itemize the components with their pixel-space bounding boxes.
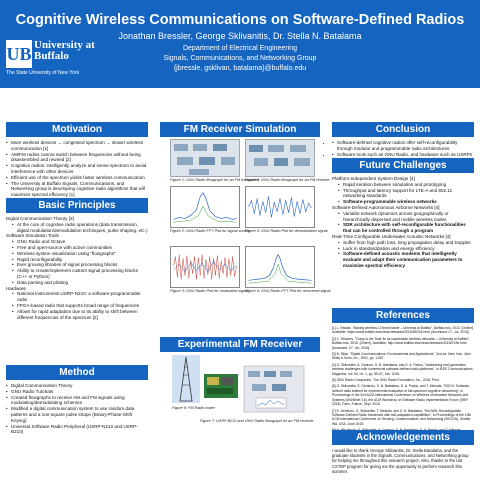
figure-3-caption: Figure 3: GNU Radio Plot for modulated s… [170, 289, 249, 293]
figure-6-caption: Figure 6: GNU Radio FFT Plot for recover… [245, 289, 331, 293]
acknowledgements-title: Acknowledgements [332, 430, 474, 445]
motivation-title: Motivation [6, 122, 148, 137]
hardware-item: FPGA-based radio that supports broad ran… [6, 303, 148, 309]
future-challenges-title: Future Challenges [332, 158, 474, 173]
tools-heading: Software Simulation Tools [6, 233, 59, 239]
hardware-item: Allows for rapid adaptation due to its a… [6, 309, 148, 321]
basic-principles-title: Basic Principles [6, 198, 148, 213]
reference-item: [6] G. Sklivanitis, E. Demirors, S. N. B… [332, 384, 470, 407]
poster-authors: Jonathan Bressler, George Sklivanitis, D… [118, 31, 362, 41]
method-item: Universal Software Radio Peripheral (USR… [6, 424, 148, 436]
fm-experimental-section: Experimental FM Receiver [160, 337, 320, 352]
motivation-item: The University at Buffalo Signals, Commu… [6, 181, 148, 198]
references-list: [1] L. Rasiah, "Making wireless 10 times… [332, 326, 474, 446]
motivation-section: Motivation More wireless devices → conge… [6, 122, 148, 198]
method-item: Modified a digital communication system … [6, 406, 148, 423]
references-section: References [1] L. Rasiah, "Making wirele… [332, 308, 474, 448]
future-item: •Suffer from high path loss, long propag… [338, 239, 472, 245]
figure-7-caption: Figure 7: USRP B210 and GNU Radio flowgr… [200, 419, 314, 423]
university-name: University at Buffalo [34, 39, 95, 62]
reference-item: [1] L. Rasiah, "Making wireless 10 times… [332, 326, 474, 335]
hardware-item: National Instruments USRP-N210: a softwa… [6, 291, 148, 303]
future-item: •Lack in standardization and energy effi… [338, 245, 435, 251]
future-heading: Real-Time Configurable Underwater Acoust… [332, 233, 451, 239]
tools-item: Ability to create/implement custom signa… [6, 268, 148, 274]
acknowledgements-section: Acknowledgements I would like to thank G… [332, 430, 474, 474]
reference-item: [7] E. Demirors, G. Sklivanitis, T. Melo… [332, 408, 472, 426]
tools-item: Free and open-source with active communi… [6, 245, 148, 251]
theory-item: At the core of cognitive radio operation… [6, 222, 148, 234]
figure-2-plot [170, 186, 240, 228]
motivation-item: More wireless devices → congested spectr… [6, 140, 148, 152]
poster-group: Signals, Communications, and Networking … [163, 55, 317, 62]
future-heading: Platform-Independent System Design [4] [332, 176, 415, 181]
figure-6-plot [245, 246, 315, 288]
future-item: •Variable network dynamics across geogra… [338, 210, 449, 222]
future-item: •Software-defined acoustic modems that i… [338, 251, 463, 268]
university-subtitle: The State University of New York [6, 70, 80, 76]
university-logo: UB University at Buffalo The State Unive… [6, 40, 98, 80]
ub-logo-mark: UB [6, 40, 32, 68]
figure-4-caption: Figure 4: GNU Radio flowgraph for an FM … [245, 178, 330, 182]
fm-simulation-section: FM Receiver Simulation [160, 122, 320, 137]
poster-title: Cognitive Wireless Communications on Sof… [15, 12, 465, 28]
reference-item: [5] GNU Radio Companion, The GNU Radio F… [332, 378, 440, 383]
hardware-heading: Hardware [6, 285, 26, 291]
motivation-item: AM/FM radios cannot switch between frequ… [6, 152, 148, 164]
future-challenges-list: Platform-Independent System Design [4]•R… [332, 176, 474, 269]
conclusion-title: Conclusion [332, 122, 474, 137]
acknowledgements-text: I would like to thank George Sklivanitis… [332, 448, 469, 474]
fm-transmitter-flowgraph [170, 139, 240, 177]
future-item: •SDR architecture with self-reconfigurab… [338, 222, 466, 234]
future-item: •Rapid iteration between simulation and … [338, 181, 447, 187]
method-title: Method [6, 365, 148, 380]
tools-item: GNU Radio and Octave [6, 239, 148, 245]
figure-1-caption: Figure 1: GNU Radio flowgraph for an FM … [170, 178, 260, 182]
tools-item: Rapid reconfigurability [6, 257, 148, 263]
fm-radio-tower-image [172, 355, 200, 403]
conclusion-item: Software-defined cognitive radios offer … [332, 140, 474, 152]
figure-3-plot [170, 246, 240, 288]
future-heading: Software-Defined Autonomous Airborne Net… [332, 204, 440, 210]
figure-2-caption: Figure 2: GNU Radio FFT Plot for signal … [170, 229, 250, 233]
tools-item: Data parsing and plotting [6, 280, 148, 286]
method-list: Digital Communication Theory GNU Radio T… [6, 383, 148, 435]
tools-item: Ever growing libraries of signal process… [6, 262, 148, 268]
references-title: References [332, 308, 474, 323]
future-challenges-section: Future Challenges Platform-Independent S… [332, 158, 474, 269]
reference-item: [4] G. Sklivanitis, A. Gannon, S. N. Bat… [332, 362, 473, 376]
fm-receiver-flowgraph [245, 139, 315, 177]
poster-header: UB University at Buffalo The State Unive… [0, 0, 480, 88]
tools-item: Wireless system visualization using "flo… [6, 251, 148, 257]
motivation-list: More wireless devices → congested spectr… [6, 140, 148, 198]
basic-principles-section: Basic Principles Digital Communication T… [6, 198, 148, 320]
figure-8-caption: Figure 8: FM Radio tower [172, 406, 215, 410]
tools-item: (C++ or Python) [17, 273, 50, 279]
reference-item: [2] C. Heavers, "Crazy is the ‘final’ fi… [332, 336, 470, 350]
poster-department: Department of Electrical Engineering [182, 45, 297, 52]
figure-5-plot [245, 186, 315, 228]
fm-experimental-title: Experimental FM Receiver [160, 337, 320, 352]
method-section: Method Digital Communication Theory GNU … [6, 365, 148, 435]
figure-5-caption: Figure 5: GNU Radio Plot for demodulated… [245, 229, 328, 233]
poster-emails: {jbressle, gsklivan, batalama}@buffalo.e… [173, 65, 307, 72]
method-item: Created flowgraphs to receive AM and FM … [6, 395, 148, 407]
future-item: •Software-programmable wireless networks [338, 199, 437, 205]
method-item: GNU Radio Tutorials [6, 389, 148, 395]
motivation-item: Efficient use of the spectrum yields fas… [6, 175, 148, 181]
reference-item: [3] B. Sklar, "Digital Communications: F… [332, 352, 472, 361]
motivation-item: Cognitive radios: intelligently analyze … [6, 163, 148, 175]
future-item: •Throughput and latency support for LTE-… [338, 187, 453, 199]
method-item: Digital Communication Theory [6, 383, 148, 389]
usrp-flowgraph-image [204, 365, 305, 413]
fm-simulation-title: FM Receiver Simulation [160, 122, 320, 137]
theory-heading: Digital Communication Theory [3] [6, 216, 74, 221]
